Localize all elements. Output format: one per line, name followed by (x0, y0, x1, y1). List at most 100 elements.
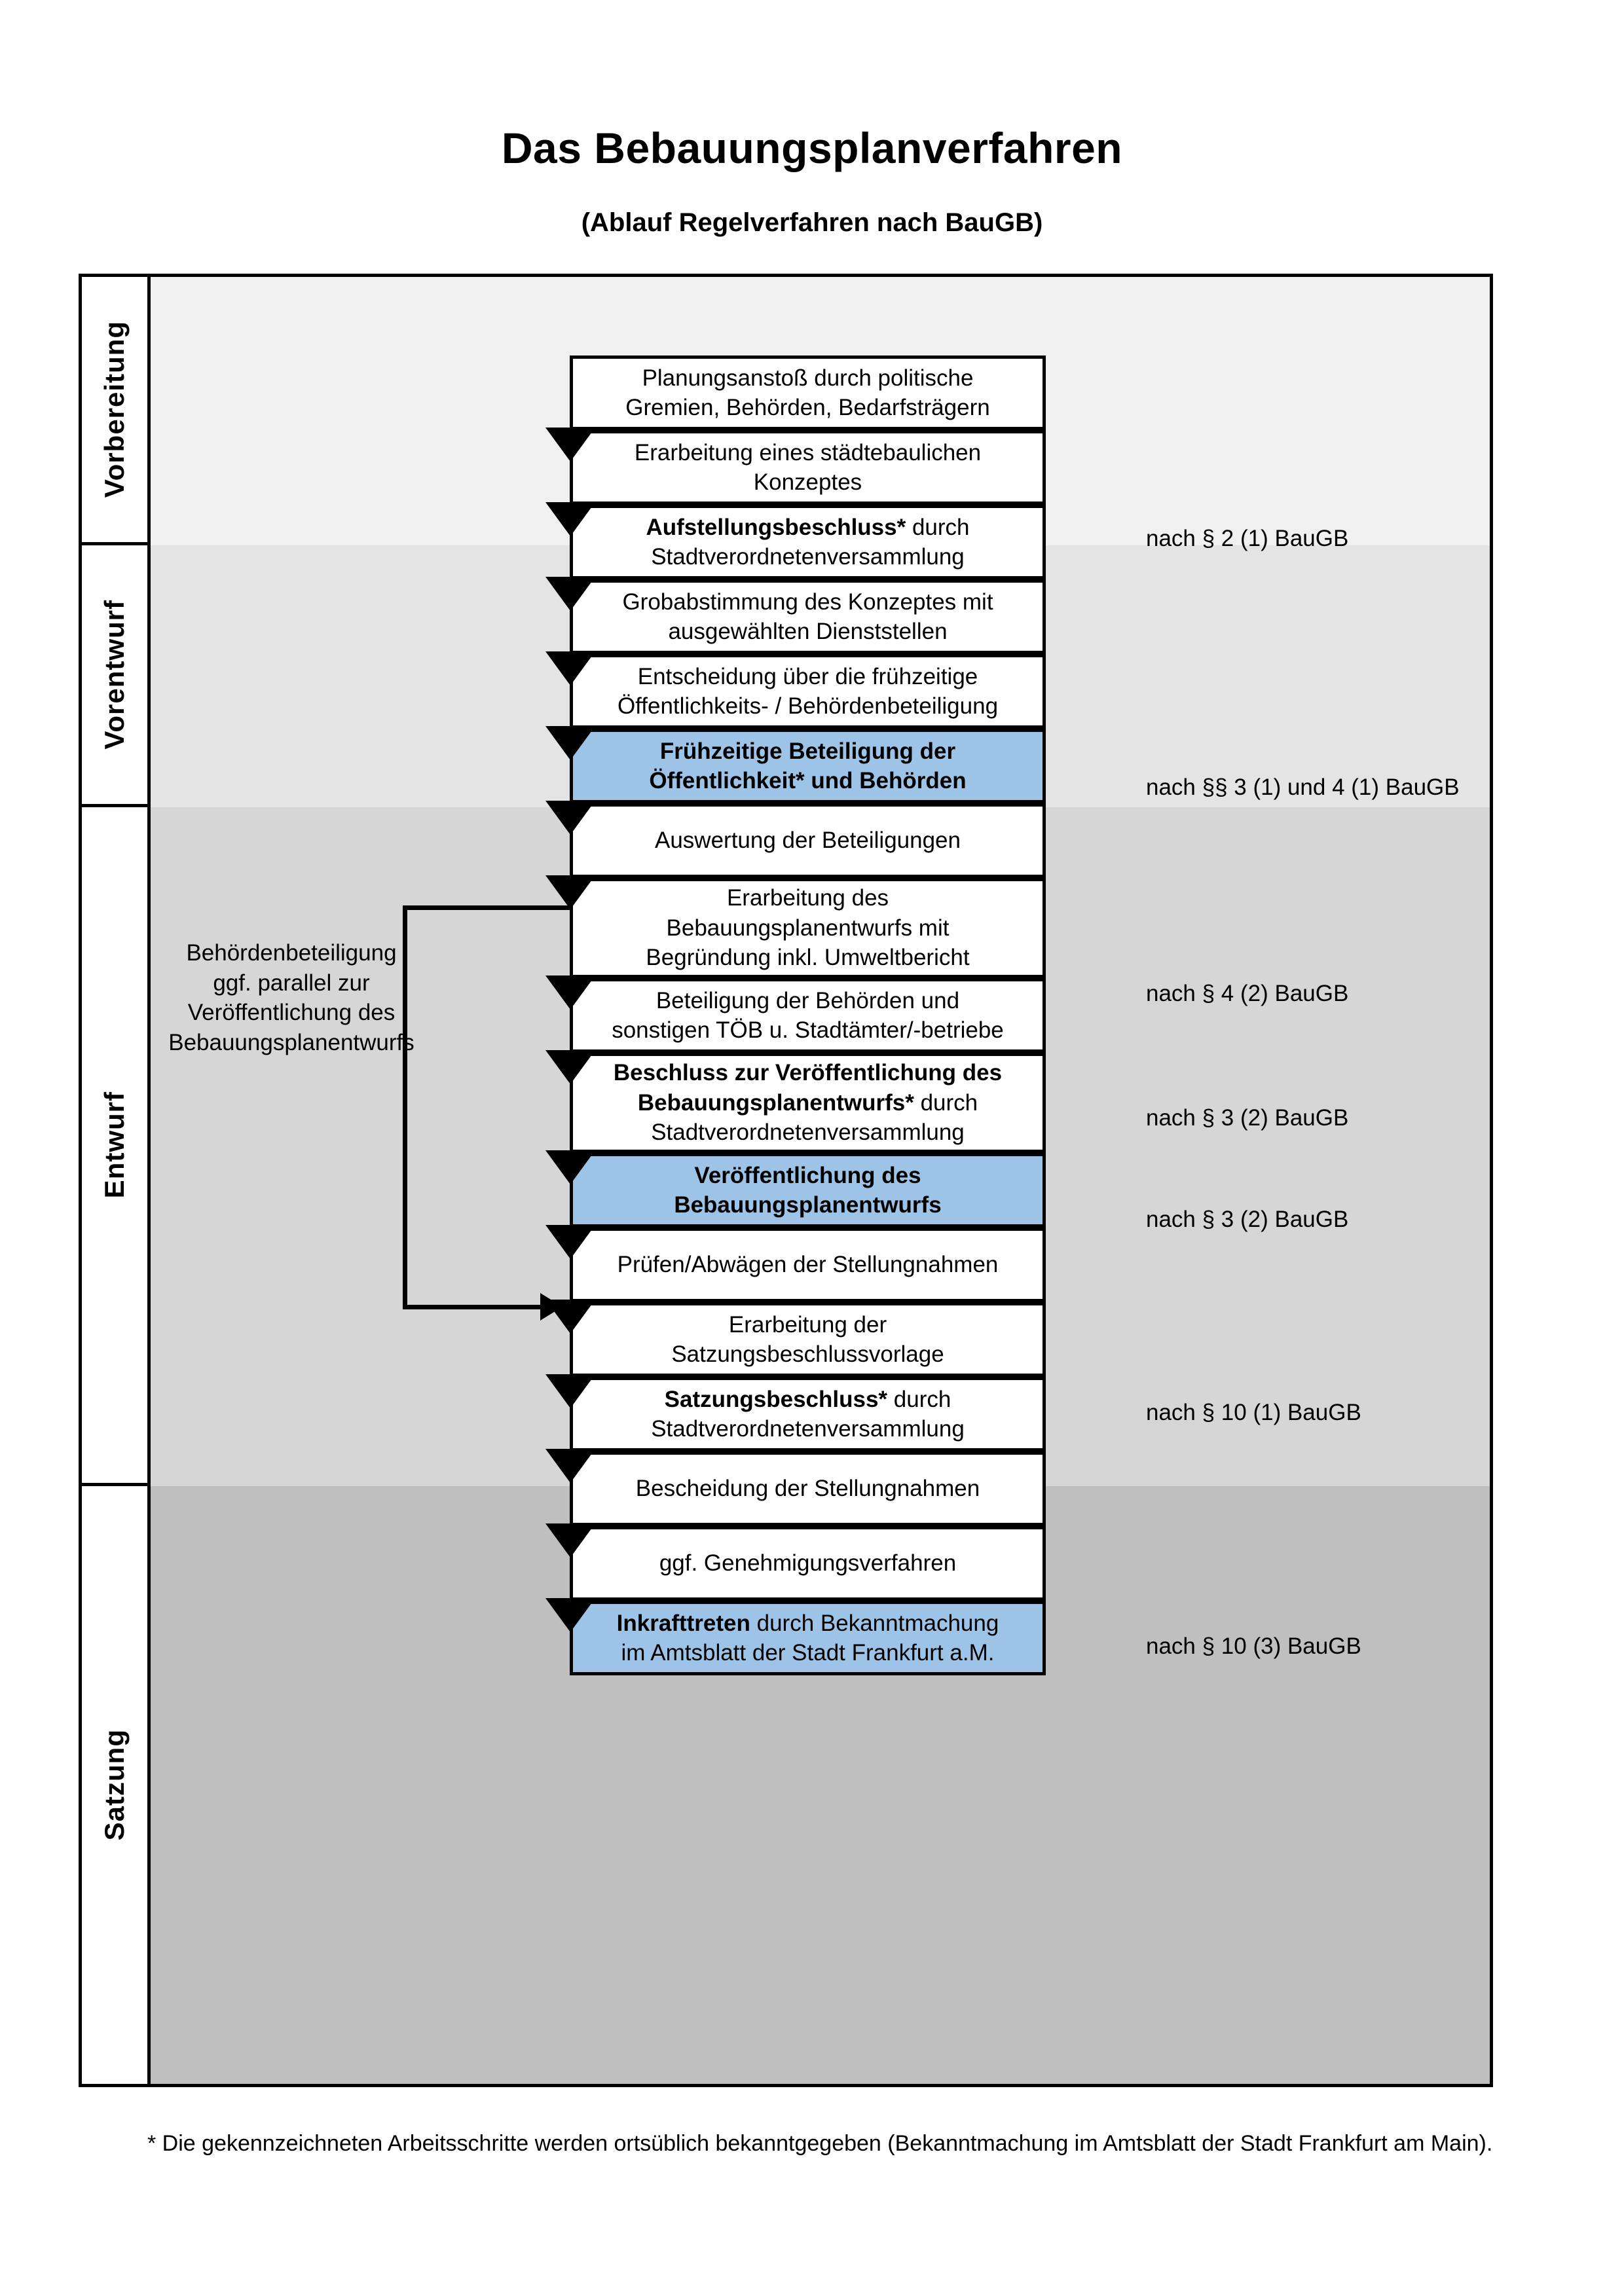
step-emphasis: Satzungsbeschluss* (664, 1386, 888, 1412)
step-line: Gremien, Behörden, Bedarfsträgern (625, 395, 990, 420)
arrow-10 (545, 1150, 595, 1184)
step-staedtebauliches-konzept[interactable]: Erarbeitung eines städtebaulichen Konzep… (570, 430, 1046, 505)
step-veroeffentlichung-bplanentwurf[interactable]: Veröffentlichung des Bebauungsplanentwur… (570, 1153, 1046, 1228)
step-aufstellungsbeschluss[interactable]: Aufstellungsbeschluss* durch Stadtverord… (570, 505, 1046, 579)
flowchart-frame: Vorbereitung Vorentwurf Entwurf Satzung (79, 274, 1493, 2087)
step-line: Konzeptes (753, 469, 862, 495)
step-entscheidung-fruehzeitige[interactable]: Entscheidung über die frühzeitige Öffent… (570, 654, 1046, 729)
step-text: durch Bekanntmachung (750, 1610, 999, 1636)
step-line: Begründung inkl. Umweltbericht (646, 945, 970, 971)
step-fruehzeitige-beteiligung[interactable]: Frühzeitige Beteiligung der Öffentlichke… (570, 729, 1046, 803)
step-emphasis: Frühzeitige Beteiligung der (659, 738, 956, 764)
phase-label-vorbereitung: Vorbereitung (99, 321, 130, 498)
reference-3-1-4-1: nach §§ 3 (1) und 4 (1) BauGB (1146, 774, 1460, 800)
step-line: sonstigen TÖB u. Stadtämter/-betriebe (612, 1017, 1004, 1043)
arrow-9 (545, 1050, 595, 1084)
step-line: Grobabstimmung des Konzeptes mit (622, 589, 993, 615)
phase-cell-entwurf: Entwurf (82, 807, 147, 1486)
step-line: Frühzeitige Beteiligung der (649, 737, 966, 767)
step-grobabstimmung[interactable]: Grobabstimmung des Konzeptes mit ausgewä… (570, 579, 1046, 654)
arrow-15 (545, 1523, 595, 1558)
step-genehmigungsverfahren[interactable]: ggf. Genehmigungsverfahren (570, 1526, 1046, 1601)
step-text: durch (913, 1089, 978, 1116)
step-auswertung-beteiligungen[interactable]: Auswertung der Beteiligungen (570, 803, 1046, 878)
arrow-13 (545, 1374, 595, 1408)
step-line: Stadtverordnetenversammlung (651, 1120, 965, 1146)
reference-2-1: nach § 2 (1) BauGB (1146, 526, 1349, 551)
step-erarbeitung-bplanentwurf[interactable]: Erarbeitung des Bebauungsplanentwurfs mi… (570, 878, 1046, 978)
step-line: Aufstellungsbeschluss* durch (646, 513, 969, 543)
step-line: ausgewählten Dienststellen (668, 619, 948, 644)
reference-4-2: nach § 4 (2) BauGB (1146, 981, 1349, 1006)
step-line: Erarbeitung des (726, 885, 889, 911)
step-inkrafttreten[interactable]: Inkrafttreten durch Bekanntmachung im Am… (570, 1601, 1046, 1675)
sidenote-line-4: Bebauungsplanentwurfs (168, 1029, 415, 1055)
step-emphasis: Beschluss zur Veröffentlichung des (613, 1060, 1003, 1086)
arrow-6 (545, 801, 595, 835)
loop-connector-bottom (403, 1305, 542, 1309)
step-line: Erarbeitung eines städtebaulichen (634, 439, 982, 465)
reference-3-2-b: nach § 3 (2) BauGB (1146, 1207, 1349, 1232)
step-emphasis: Bebauungsplanentwurfs (674, 1192, 942, 1218)
step-planungsanstoss[interactable]: Planungsanstoß durch politische Gremien,… (570, 355, 1046, 430)
arrow-5 (545, 726, 595, 760)
step-line: Planungsanstoß durch politische (642, 365, 974, 391)
page-title: Das Bebauungsplanverfahren (501, 124, 1123, 172)
step-emphasis: Öffentlichkeit* und Behörden (649, 768, 967, 793)
arrow-4 (545, 651, 595, 685)
step-line: Inkrafttreten durch Bekanntmachung (617, 1609, 999, 1639)
arrow-3 (545, 577, 595, 611)
step-line: Satzungsbeschlussvorlage (671, 1341, 944, 1367)
step-line: Erarbeitung der (728, 1311, 887, 1338)
loop-connector-top-seg (403, 905, 572, 910)
loop-connector-vertical (403, 905, 407, 1309)
phase-cell-vorbereitung: Vorbereitung (82, 277, 147, 545)
page-subtitle: (Ablauf Regelverfahren nach BauGB) (581, 208, 1043, 237)
step-line: Beschluss zur Veröffentlichung des (614, 1058, 1002, 1088)
arrow-11 (545, 1225, 595, 1259)
arrow-16 (545, 1598, 595, 1632)
sidenote-behoerdenbeteiligung: Behördenbeteiligung ggf. parallel zur Ve… (154, 938, 429, 1057)
step-bescheidung-stellungnahmen[interactable]: Bescheidung der Stellungnahmen (570, 1451, 1046, 1526)
phase-label-vorentwurf: Vorentwurf (99, 600, 130, 750)
step-beschluss-veroeffentlichung[interactable]: Beschluss zur Veröffentlichung des Bebau… (570, 1053, 1046, 1153)
step-emphasis: Aufstellungsbeschluss* (646, 514, 906, 540)
step-line: Auswertung der Beteiligungen (655, 828, 961, 854)
step-emphasis: Bebauungsplanentwurfs* (637, 1089, 914, 1116)
step-line: ggf. Genehmigungsverfahren (659, 1550, 957, 1576)
phase-label-entwurf: Entwurf (99, 1091, 130, 1199)
step-line: Stadtverordnetenversammlung (651, 1416, 965, 1442)
step-satzungsbeschluss[interactable]: Satzungsbeschluss* durch Stadtverordnete… (570, 1377, 1046, 1451)
phase-cell-satzung: Satzung (82, 1486, 147, 2084)
phase-column: Vorbereitung Vorentwurf Entwurf Satzung (82, 277, 151, 2084)
arrow-1 (545, 428, 595, 462)
step-line: Prüfen/Abwägen der Stellungnahmen (617, 1252, 999, 1278)
step-pruefen-abwaegen[interactable]: Prüfen/Abwägen der Stellungnahmen (570, 1228, 1046, 1302)
step-line: Bescheidung der Stellungnahmen (635, 1476, 980, 1502)
arrow-8 (545, 975, 595, 1010)
step-line: Beteiligung der Behörden und (655, 987, 960, 1013)
step-line: Öffentlichkeit* und Behörden (649, 766, 966, 796)
step-line: Bebauungsplanentwurfs (674, 1190, 941, 1220)
sidenote-line-2: ggf. parallel zur (213, 970, 370, 996)
arrow-12 (545, 1300, 595, 1334)
reference-3-2-a: nach § 3 (2) BauGB (1146, 1105, 1349, 1131)
step-emphasis: Veröffentlichung des (694, 1162, 921, 1188)
step-text: durch (887, 1386, 951, 1412)
step-line: Öffentlichkeits- / Behördenbeteiligung (617, 693, 999, 719)
phase-cell-vorentwurf: Vorentwurf (82, 545, 147, 807)
step-line: Bebauungsplanentwurfs* durch (614, 1088, 1002, 1118)
step-line: Veröffentlichung des (674, 1161, 941, 1191)
footnote: * Die gekennzeichneten Arbeitsschritte w… (147, 2131, 1493, 2156)
step-emphasis: Inkrafttreten (616, 1610, 750, 1636)
step-erarbeitung-satzungsvorlage[interactable]: Erarbeitung der Satzungsbeschlussvorlage (570, 1302, 1046, 1377)
arrow-14 (545, 1449, 595, 1483)
step-beteiligung-behoerden-toeb[interactable]: Beteiligung der Behörden und sonstigen T… (570, 978, 1046, 1053)
step-line: Bebauungsplanentwurfs mit (666, 915, 950, 941)
arrow-7 (545, 875, 595, 909)
reference-10-3: nach § 10 (3) BauGB (1146, 1633, 1361, 1659)
step-text: durch (906, 514, 970, 540)
reference-10-1: nach § 10 (1) BauGB (1146, 1400, 1361, 1425)
step-line: Stadtverordnetenversammlung (651, 544, 965, 570)
